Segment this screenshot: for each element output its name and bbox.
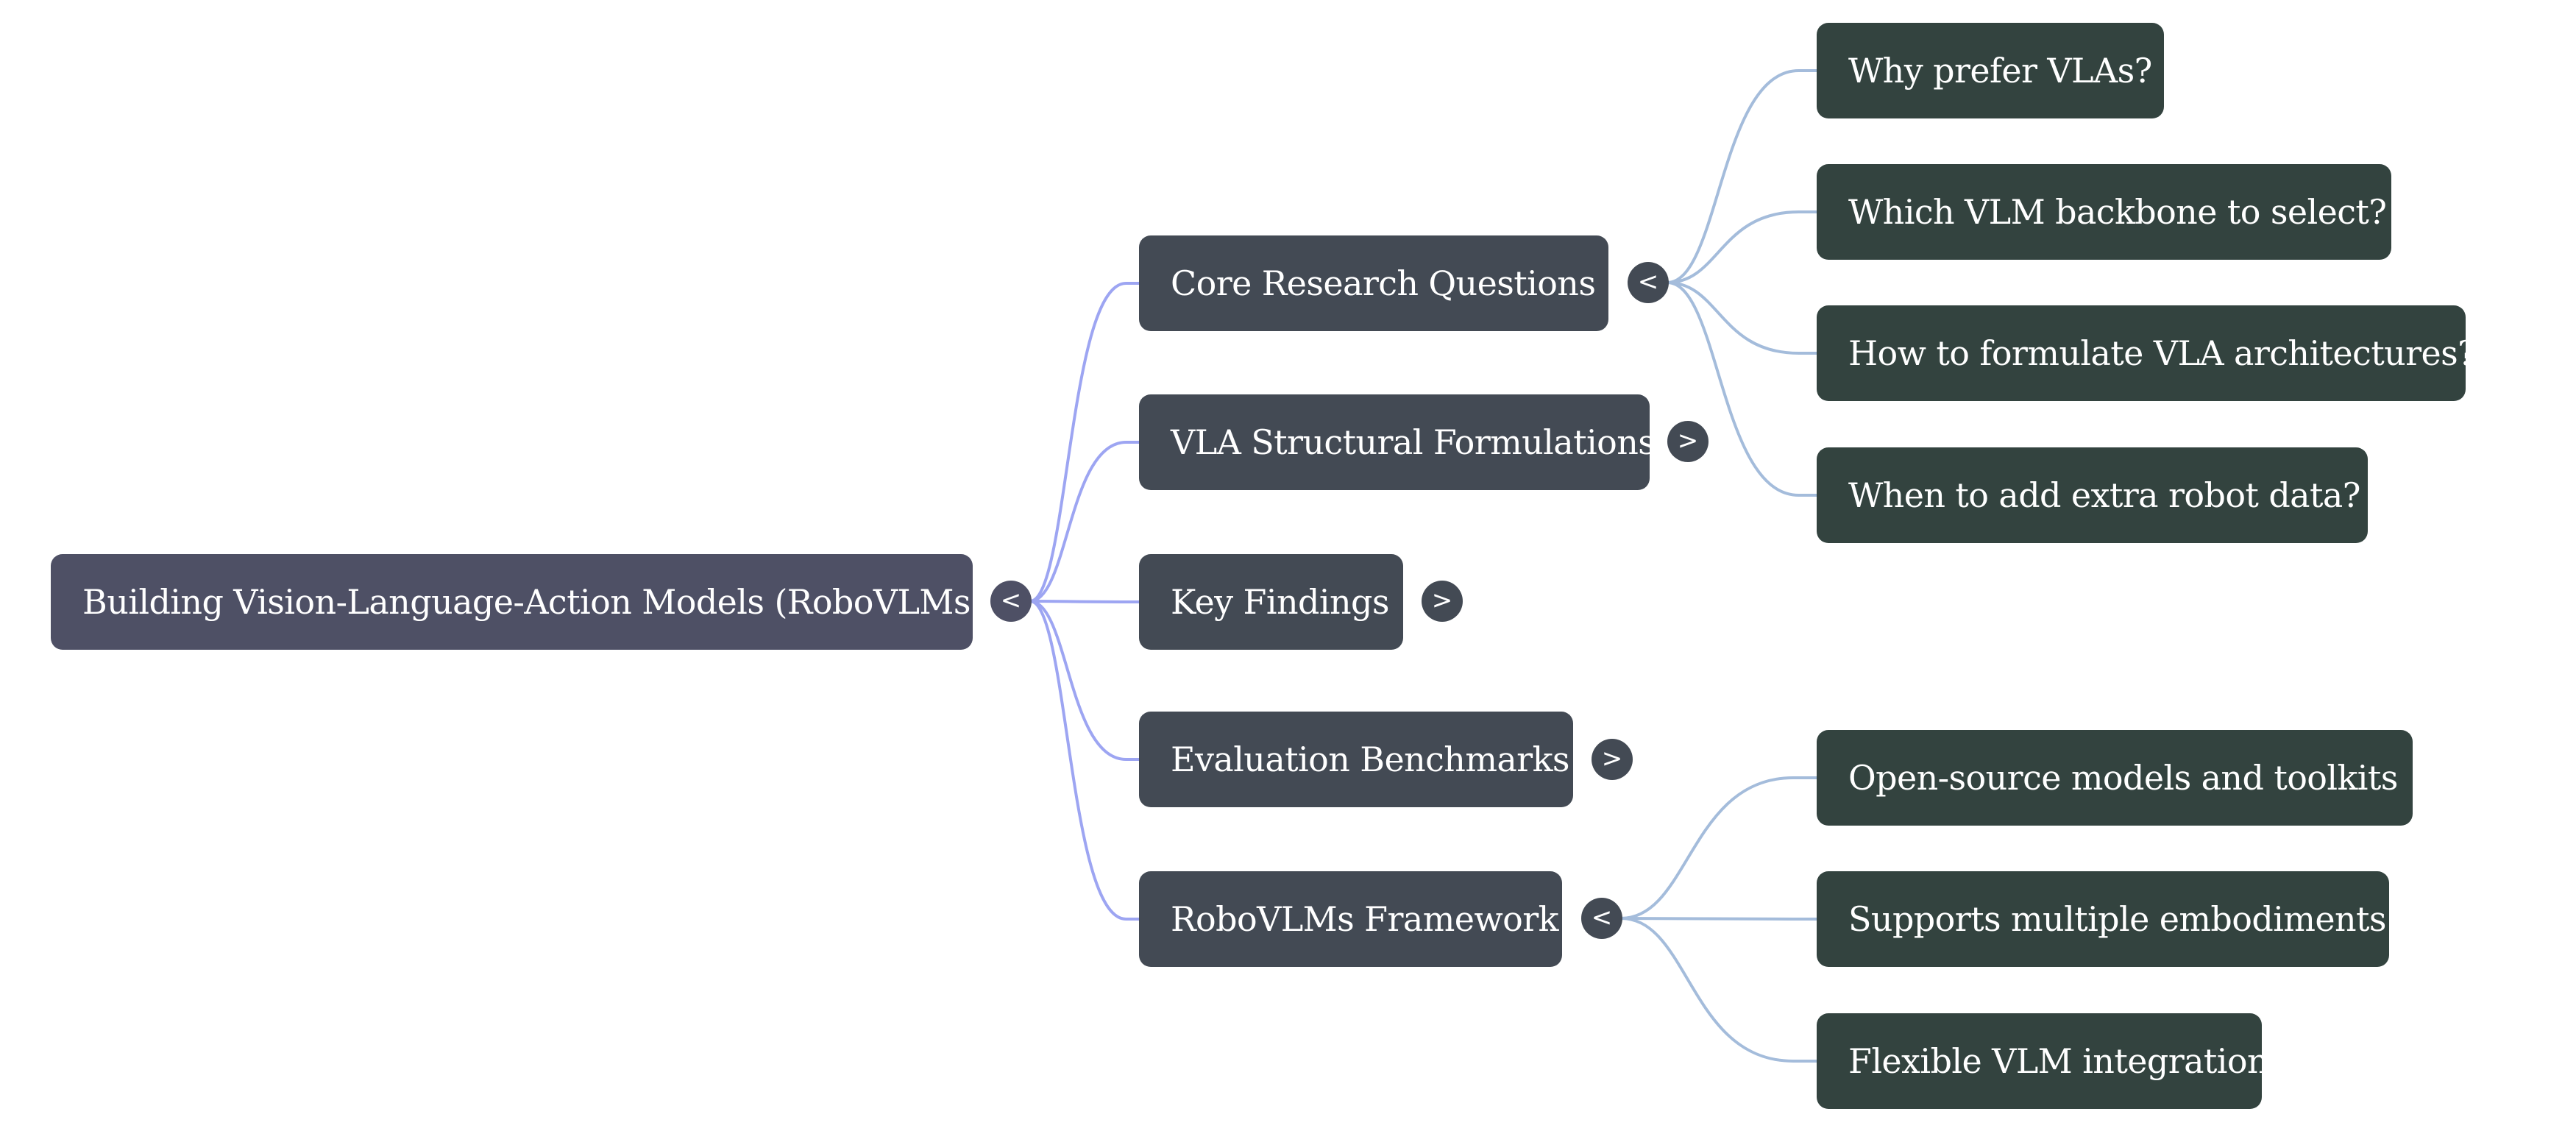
core-research-questions-collapse-toggle[interactable]: < (1628, 262, 1669, 303)
leaf-node[interactable]: Open-source models and toolkits (1817, 730, 2413, 826)
branch-node-core-research-questions[interactable]: Core Research Questions (1139, 235, 1608, 331)
leaf-label: How to formulate VLA architectures? (1848, 333, 2476, 373)
branch-link (1620, 917, 1817, 921)
root-link (1029, 600, 1139, 761)
branch-node-evaluation-benchmarks[interactable]: Evaluation Benchmarks (1139, 712, 1573, 807)
leaf-label: Supports multiple embodiments (1848, 899, 2386, 939)
leaf-node[interactable]: Flexible VLM integration (1817, 1013, 2269, 1109)
branch-label: RoboVLMs Framework (1171, 899, 1558, 939)
branch-link (1667, 281, 1817, 355)
leaf-node[interactable]: How to formulate VLA architectures? (1817, 305, 2476, 401)
root-link (1029, 600, 1139, 921)
leaf-node[interactable]: Supports multiple embodiments (1817, 871, 2389, 967)
branch-label: VLA Structural Formulations (1171, 422, 1656, 462)
branch-label: Evaluation Benchmarks (1171, 740, 1569, 779)
root-link (1029, 600, 1139, 603)
root-link (1029, 282, 1139, 603)
leaf-node[interactable]: When to add extra robot data? (1817, 447, 2368, 543)
leaf-node[interactable]: Which VLM backbone to select? (1817, 164, 2391, 260)
root-collapse-toggle[interactable]: < (990, 581, 1032, 622)
evaluation-benchmarks-expand-toggle[interactable]: > (1592, 739, 1633, 780)
leaf-label: When to add extra robot data? (1848, 475, 2360, 515)
robovlms-framework-collapse-toggle[interactable]: < (1581, 898, 1622, 939)
root-link (1029, 441, 1139, 603)
branch-link (1620, 776, 1817, 920)
branch-link (1667, 210, 1817, 284)
vla-structural-formulations-expand-toggle[interactable]: > (1667, 421, 1709, 462)
branch-label: Core Research Questions (1171, 263, 1596, 303)
key-findings-expand-toggle[interactable]: > (1422, 581, 1463, 622)
branch-node-vla-structural-formulations[interactable]: VLA Structural Formulations (1139, 394, 1656, 490)
leaf-label: Flexible VLM integration (1848, 1041, 2269, 1081)
leaf-node[interactable]: Why prefer VLAs? (1817, 23, 2164, 118)
branch-link (1667, 69, 1817, 284)
leaf-label: Which VLM backbone to select? (1848, 192, 2387, 232)
root-node[interactable]: Building Vision-Language-Action Models (… (51, 554, 984, 650)
branch-node-robovlms-framework[interactable]: RoboVLMs Framework (1139, 871, 1562, 967)
branch-label: Key Findings (1171, 582, 1389, 622)
leaf-label: Why prefer VLAs? (1848, 51, 2152, 91)
branch-node-key-findings[interactable]: Key Findings (1139, 554, 1403, 650)
leaf-label: Open-source models and toolkits (1848, 758, 2398, 798)
root-node-label: Building Vision-Language-Action Models (… (82, 582, 984, 622)
branch-link (1620, 917, 1817, 1063)
branch-link (1667, 281, 1817, 497)
